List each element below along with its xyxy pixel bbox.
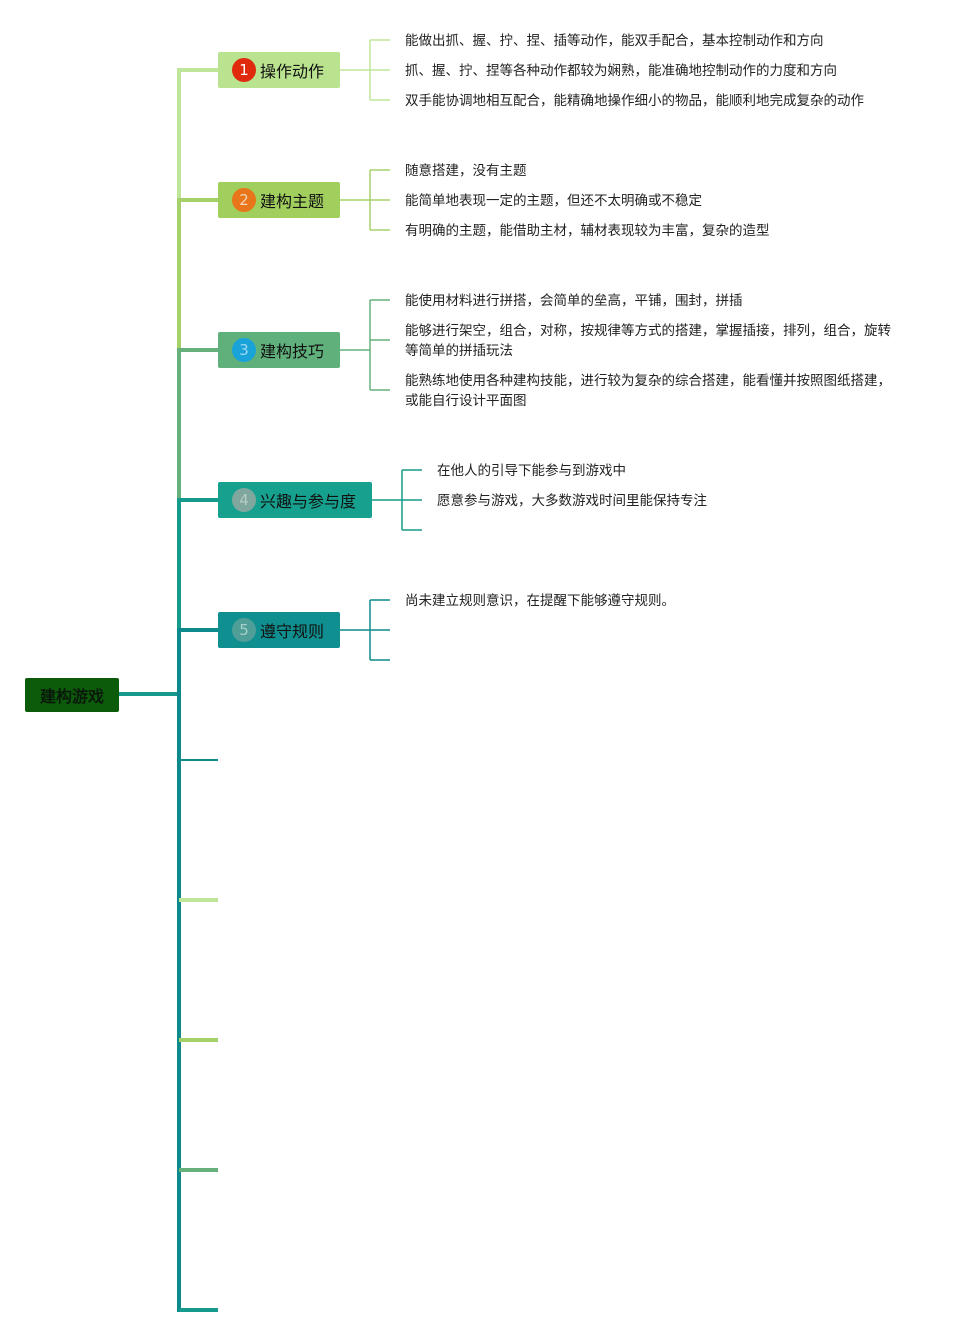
leaf-text[interactable]: 随意搭建，没有主题 — [405, 163, 527, 179]
leaf-text[interactable]: 双手能协调地相互配合，能精确地操作细小的物品，能顺利地完成复杂的动作 — [405, 93, 864, 109]
branch-label: 兴趣与参与度 — [260, 492, 357, 511]
root-label: 建构游戏 — [39, 687, 104, 706]
leaf-text[interactable]: 能做出抓、握、拧、捏、插等动作，能双手配合，基本控制动作和方向 — [405, 33, 824, 49]
branch-label: 操作动作 — [260, 62, 325, 81]
number-badge-icon: 4 — [232, 488, 256, 512]
number-badge-icon: 1 — [232, 58, 256, 82]
number-badge-icon: 3 — [232, 338, 256, 362]
leaf-text[interactable]: 能够进行架空，组合，对称，按规律等方式的搭建，掌握插接，排列，组合，旋转等简单的… — [405, 323, 891, 359]
branch-node-operation[interactable]: 1 操作动作 — [218, 52, 340, 88]
branch-label: 遵守规则 — [260, 622, 325, 641]
branch-label: 建构主题 — [260, 192, 325, 211]
branch-node-rules[interactable]: 5 遵守规则 — [218, 612, 340, 648]
branch-node-technique[interactable]: 3 建构技巧 — [218, 332, 340, 368]
number-badge-icon: 5 — [232, 618, 256, 642]
root-node[interactable]: 建构游戏 — [25, 678, 119, 712]
leaf-text[interactable]: 有明确的主题，能借助主材，辅材表现较为丰富，复杂的造型 — [405, 223, 770, 239]
number-badge-icon: 2 — [232, 188, 256, 212]
leaf-text[interactable]: 尚未建立规则意识，在提醒下能够遵守规则。 — [405, 593, 675, 609]
leaf-text[interactable]: 能使用材料进行拼搭，会简单的垒高，平铺，围封，拼插 — [405, 293, 743, 309]
leaf-text[interactable]: 愿意参与游戏，大多数游戏时间里能保持专注 — [437, 493, 707, 509]
branch-node-theme[interactable]: 2 建构主题 — [218, 182, 340, 218]
branch-node-interest[interactable]: 4 兴趣与参与度 — [218, 482, 372, 518]
leaf-text[interactable]: 能简单地表现一定的主题，但还不太明确或不稳定 — [405, 193, 702, 209]
leaf-text[interactable]: 能熟练地使用各种建构技能，进行较为复杂的综合搭建，能看懂并按照图纸搭建，或能自行… — [405, 373, 891, 409]
leaf-text[interactable]: 抓、握、拧、捏等各种动作都较为娴熟，能准确地控制动作的力度和方向 — [405, 63, 837, 79]
branch-label: 建构技巧 — [260, 342, 325, 361]
leaf-text[interactable]: 在他人的引导下能参与到游戏中 — [437, 463, 626, 479]
